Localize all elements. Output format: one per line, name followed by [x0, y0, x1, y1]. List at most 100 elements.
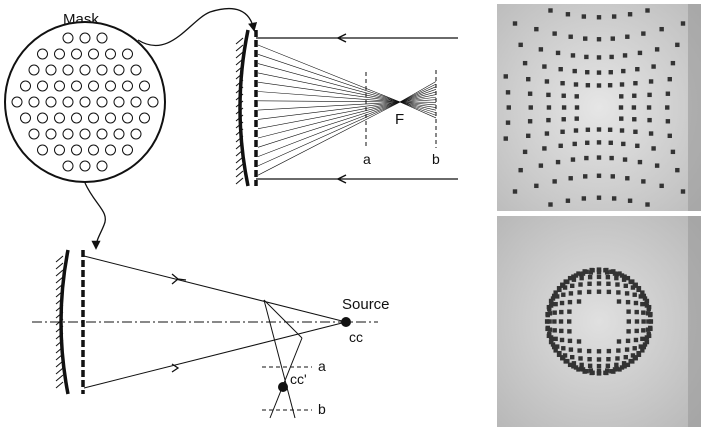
photo-spot	[560, 129, 565, 134]
photo-spot	[645, 8, 650, 13]
photo-spot	[641, 31, 646, 36]
photo-spot	[585, 140, 590, 145]
photo-spot	[614, 366, 619, 371]
photo-spot	[585, 70, 590, 75]
photo-spot	[614, 362, 619, 368]
photo-spot	[590, 370, 595, 375]
mask-hole	[79, 96, 91, 108]
photo-spot	[621, 141, 626, 147]
converging-ray	[257, 101, 401, 148]
diverging-ray	[399, 96, 437, 103]
photo-spot	[574, 105, 580, 110]
photo-spot	[559, 337, 565, 343]
mask-hole	[37, 144, 48, 156]
diverging-ray	[399, 86, 437, 103]
photo-spot	[616, 290, 621, 295]
photo-spot	[553, 336, 558, 342]
photo-spot	[596, 15, 602, 20]
mask-hole	[62, 128, 74, 140]
photo-spot	[623, 283, 628, 288]
mask-to-bottom-mirror-arrow	[84, 182, 106, 250]
photo-spot	[567, 275, 573, 281]
photo-spot	[551, 293, 557, 299]
mask-hole	[71, 48, 82, 60]
photo-spot	[551, 344, 557, 350]
spot-pattern-bottom	[544, 267, 654, 376]
photo-spot	[562, 285, 568, 290]
bottom-plane-a-label: a	[318, 358, 326, 374]
photo-spot	[572, 141, 577, 147]
bottom-mirror-hatching	[55, 255, 64, 389]
mask-hole	[20, 112, 31, 124]
photo-spot	[644, 303, 650, 308]
mask-hole	[88, 144, 99, 156]
photo-spot	[568, 34, 573, 39]
photo-spot	[603, 370, 608, 375]
photo-spot	[659, 26, 664, 32]
mask-hole	[130, 64, 142, 76]
mask-hole	[88, 112, 99, 124]
photo-spot	[680, 21, 686, 26]
photo-spot	[587, 274, 593, 280]
mask-hole	[88, 80, 99, 92]
photo-spot	[617, 367, 622, 372]
photo-spot	[505, 90, 511, 95]
photo-spot	[559, 309, 564, 315]
converging-ray	[257, 101, 401, 157]
photo-spot	[570, 157, 576, 162]
hatch-line	[55, 339, 64, 347]
photo-spot	[634, 319, 640, 324]
photo-spot	[552, 319, 557, 324]
photo-spot	[633, 282, 638, 287]
photo-spot	[581, 196, 587, 201]
hatch-line	[55, 367, 64, 375]
photo-spot	[622, 157, 628, 162]
photo-spot	[596, 274, 602, 280]
top-plane-a-label: a	[363, 151, 371, 167]
converging-ray	[257, 101, 401, 139]
mask-hole	[54, 48, 65, 60]
photo-spot	[631, 105, 637, 110]
bottom-plane-b-label: b	[318, 401, 326, 417]
photo-spot	[571, 361, 577, 366]
photo-spot	[548, 339, 554, 345]
photo-spot	[611, 14, 617, 19]
photo-spot	[615, 282, 620, 287]
photo-spot	[623, 355, 628, 360]
photo-spot	[610, 36, 615, 41]
mask-hole	[54, 80, 65, 92]
photo-spot	[574, 116, 579, 121]
photo-spot	[576, 271, 581, 276]
photo-spot	[607, 127, 613, 132]
photo-spot	[641, 328, 646, 333]
diverging-ray	[399, 101, 437, 114]
photo-spot	[545, 326, 550, 332]
mask-hole	[37, 80, 48, 92]
converging-ray	[257, 101, 401, 176]
photo-spot	[596, 37, 602, 42]
spot-photo-top	[497, 4, 701, 211]
photo-spot	[635, 66, 640, 72]
photo-spot	[596, 363, 602, 369]
photo-spot	[596, 140, 602, 145]
photo-spot	[609, 54, 614, 60]
photo-spot	[579, 366, 584, 371]
photo-spot	[561, 346, 566, 351]
photo-spot	[621, 68, 626, 74]
photo-spot	[641, 319, 646, 324]
photo-spot	[651, 64, 656, 69]
photo-spot	[634, 309, 639, 315]
photo-spot	[596, 281, 602, 286]
photo-spot	[570, 283, 575, 288]
photo-spot	[604, 267, 609, 273]
bottom-mirror	[59, 249, 70, 395]
photo-spot	[553, 301, 558, 307]
photo-spot	[553, 348, 558, 353]
photo-spot	[506, 105, 511, 110]
mask-group: Mask	[4, 11, 166, 183]
photo-spot	[642, 296, 648, 301]
photo-spot	[596, 195, 602, 200]
hatch-line	[235, 135, 244, 143]
photo-spot	[622, 364, 627, 369]
mask-hole	[96, 96, 108, 108]
